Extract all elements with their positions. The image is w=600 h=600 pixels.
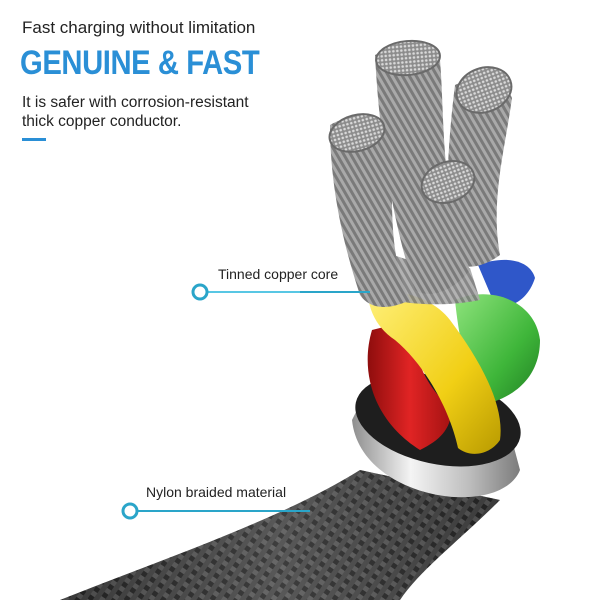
callout-dot-core bbox=[191, 283, 209, 301]
yellow-wire bbox=[368, 292, 501, 454]
metal-ring bbox=[352, 400, 520, 498]
callout-label-core: Tinned copper core bbox=[218, 266, 339, 282]
description: It is safer with corrosion-resistant thi… bbox=[22, 93, 322, 131]
blue-wire bbox=[478, 259, 535, 307]
strand-end-4 bbox=[420, 160, 476, 204]
strand-end-3 bbox=[455, 66, 513, 114]
callout-dot-nylon bbox=[121, 502, 139, 520]
strand-end-1 bbox=[328, 113, 386, 153]
accent-bar bbox=[22, 138, 46, 141]
strand-end-2 bbox=[375, 39, 441, 77]
description-line-2: thick copper conductor. bbox=[22, 113, 182, 130]
description-line-1: It is safer with corrosion-resistant bbox=[22, 94, 249, 111]
red-wire bbox=[367, 318, 452, 450]
callout-label-nylon: Nylon braided material bbox=[146, 484, 287, 500]
headline: GENUINE & FAST bbox=[20, 44, 260, 82]
tagline: Fast charging without limitation bbox=[22, 18, 256, 37]
